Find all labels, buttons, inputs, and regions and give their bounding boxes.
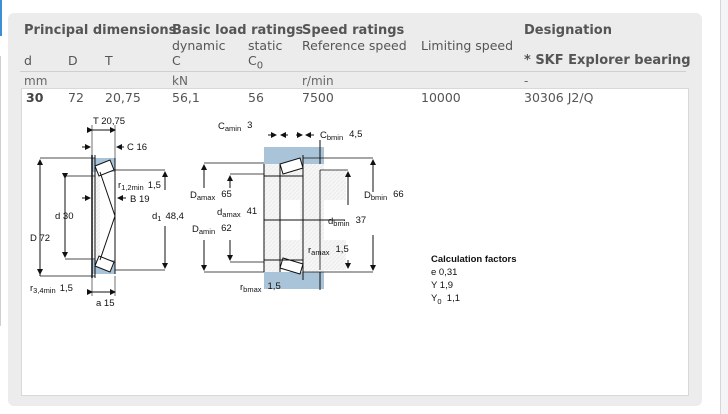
value-d: 30 (26, 90, 44, 105)
col-C: C (172, 53, 181, 68)
value-designation[interactable]: 30306 J2/Q (524, 90, 594, 105)
value-reference-speed: 7500 (302, 90, 334, 105)
header-speed-ratings: Speed ratings (302, 23, 405, 38)
calc-factor-e: e 0,31 (431, 267, 458, 278)
value-C: 56,1 (172, 90, 200, 105)
col-T: T (105, 53, 113, 68)
left-bearing-section (37, 125, 168, 296)
label-C: C 16 (127, 142, 147, 153)
unit-designation: - (524, 74, 529, 88)
col-d: d (24, 53, 32, 68)
unit-kn: kN (172, 74, 188, 88)
explorer-note: * SKF Explorer bearing (524, 53, 691, 68)
roller-bottom (94, 255, 115, 273)
left-divider (0, 56, 1, 326)
value-limiting-speed: 10000 (421, 90, 461, 105)
calc-factor-y: Y 1,9 (431, 280, 454, 291)
roller-top (94, 159, 115, 177)
scrollbar[interactable] (720, 0, 728, 414)
header-principal-dimensions: Principal dimensions (24, 23, 177, 38)
left-accent-bar (0, 0, 2, 36)
right-mounting-section (201, 132, 376, 290)
subheader-dynamic: dynamic (172, 38, 226, 53)
label-B: B 19 (130, 194, 150, 205)
value-T: 20,75 (105, 90, 141, 105)
label-d: d 30 (55, 211, 74, 222)
unit-mm: mm (24, 74, 48, 88)
col-C0: C0 (248, 53, 264, 72)
calc-factor-y0: Y0 1,1 (431, 293, 461, 306)
inner-bore (92, 172, 100, 260)
col-D: D (68, 53, 78, 68)
header-basic-load-ratings: Basic load ratings (172, 23, 304, 38)
header-divider (20, 71, 686, 72)
value-D: 72 (68, 90, 84, 105)
calc-factors-title: Calculation factors (431, 254, 517, 265)
product-content-area (21, 88, 689, 396)
label-D: D 72 (30, 233, 50, 244)
value-C0: 56 (248, 90, 264, 105)
label-a: a 15 (96, 298, 115, 309)
label-T: T 20,75 (93, 116, 125, 127)
subheader-static: static (248, 38, 283, 53)
header-designation: Designation (524, 23, 612, 38)
unit-rmin: r/min (302, 74, 334, 88)
subheader-limiting-speed: Limiting speed (421, 38, 514, 53)
subheader-reference-speed: Reference speed (302, 38, 407, 53)
